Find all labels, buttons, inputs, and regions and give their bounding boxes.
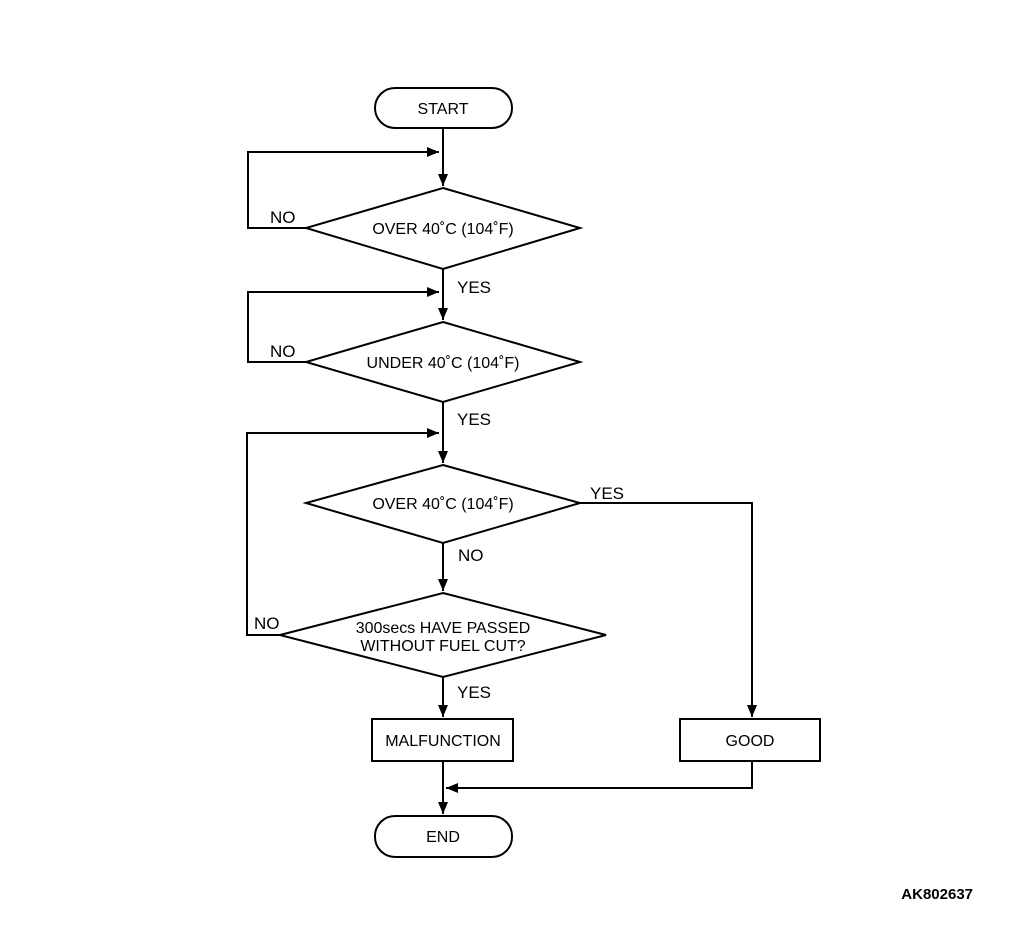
good-process-shape <box>679 718 821 762</box>
malfunction-node: MALFUNCTION <box>371 718 514 762</box>
decision2-no-label: NO <box>270 342 296 361</box>
decision4-label-line2: WITHOUT FUEL CUT? <box>360 638 525 655</box>
flow-nodes: START OVER 40˚C (104˚F) UNDER 40˚C (104˚… <box>279 87 821 858</box>
good-node: GOOD <box>679 718 821 762</box>
decision3-diamond-shape <box>302 463 584 545</box>
decision3-yes-label: YES <box>590 484 624 503</box>
decision2-yes-label: YES <box>457 410 491 429</box>
decision2-node: UNDER 40˚C (104˚F) <box>302 320 584 404</box>
end-terminator-shape <box>374 815 513 858</box>
good-label: GOOD <box>726 733 775 750</box>
edge-decision1-no-loop <box>247 147 439 229</box>
malfunction-process-shape <box>371 718 514 762</box>
decision1-label: OVER 40˚C (104˚F) <box>372 221 513 238</box>
end-node: END <box>374 815 513 858</box>
end-label: END <box>426 829 460 846</box>
edge-decision3-yes-to-good <box>580 502 757 717</box>
edge-good-merge-to-end <box>446 761 753 793</box>
flow-edges <box>246 128 757 814</box>
edge-decision2-no-loop <box>247 287 439 363</box>
decision3-label: OVER 40˚C (104˚F) <box>372 496 513 513</box>
decision4-label-line1: 300secs HAVE PASSED <box>356 620 531 637</box>
decision1-yes-label: YES <box>457 278 491 297</box>
decision2-diamond-shape <box>302 320 584 404</box>
decision1-no-label: NO <box>270 208 296 227</box>
start-label: START <box>418 101 469 118</box>
decision4-yes-label: YES <box>457 683 491 702</box>
decision4-no-label: NO <box>254 614 280 633</box>
figure-code: AK802637 <box>901 886 973 903</box>
decision3-node: OVER 40˚C (104˚F) <box>302 463 584 545</box>
decision3-no-label: NO <box>458 546 484 565</box>
start-node: START <box>374 87 513 129</box>
decision4-diamond-shape <box>279 591 607 679</box>
edge-labels: NO YES NO YES YES NO NO YES <box>254 208 624 702</box>
decision4-node: 300secs HAVE PASSED WITHOUT FUEL CUT? <box>279 591 607 679</box>
edge-decision4-no-loop <box>246 428 439 636</box>
malfunction-label: MALFUNCTION <box>385 733 501 750</box>
start-terminator-shape <box>374 87 513 129</box>
decision1-diamond-shape <box>302 186 584 271</box>
decision1-node: OVER 40˚C (104˚F) <box>302 186 584 271</box>
decision2-label: UNDER 40˚C (104˚F) <box>367 355 520 372</box>
